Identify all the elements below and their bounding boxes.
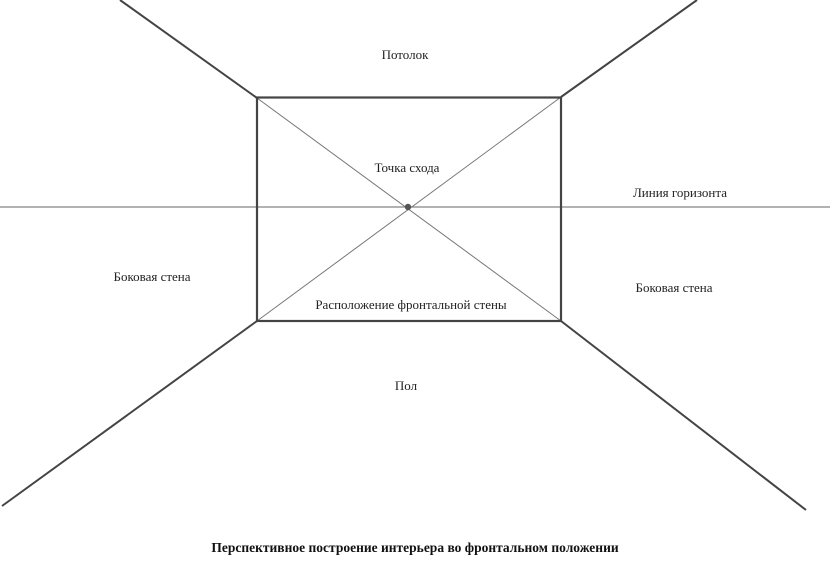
edge-bottom-right (560, 320, 807, 511)
edge-top-left (119, 0, 258, 99)
vanishing-point-dot (404, 203, 412, 211)
figure-caption: Перспективное построение интерьера во фр… (211, 540, 619, 555)
edge-bottom-left (1, 320, 258, 507)
side-wall-right-label: Боковая стена (635, 280, 713, 295)
ceiling-label: Потолок (381, 47, 429, 62)
front-wall-label: Расположение фронтальной стены (315, 297, 507, 312)
floor-label: Пол (394, 378, 418, 393)
front-wall-rectangle (255, 96, 563, 323)
horizon-line-label: Линия горизонта (632, 185, 728, 200)
edge-top-right (560, 0, 698, 98)
side-wall-left-label: Боковая стена (113, 269, 191, 284)
vanishing-point-label: Точка схода (374, 160, 440, 175)
